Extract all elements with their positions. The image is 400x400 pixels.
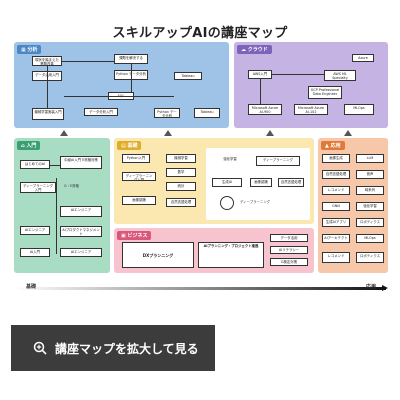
course-box: 生成AI	[212, 178, 242, 187]
course-box: 音声	[356, 170, 384, 179]
course-box: Python入門	[122, 154, 150, 163]
course-box: MLOps	[356, 234, 384, 243]
course-box: Microsoft Azure AI-102	[294, 104, 328, 115]
course-box: AIエンジニア	[60, 248, 102, 257]
course-box: AWS入門	[248, 70, 272, 79]
course-box: データ分析入門	[84, 108, 118, 116]
course-box: Tableau	[174, 72, 202, 80]
panel-analysis-header: ▦ 分析	[17, 45, 42, 54]
course-box: ディープラーニング	[256, 156, 300, 166]
course-box: AI入門	[20, 248, 50, 257]
panel-intro-header: ⌂ 入門	[17, 141, 41, 150]
panel-basic-header: ▤ 基礎	[117, 141, 142, 150]
course-box: AIアーキテクト	[322, 234, 350, 243]
course-box: はじめてのAI	[20, 160, 50, 169]
course-box: Azure	[352, 54, 374, 62]
panel-intro: ⌂ 入門 はじめてのAI 中級AI入門 E資格対策 ディープラーニング 入門 G…	[14, 138, 110, 273]
panel-cloud: ☁ クラウド AWS入門 AWS ML Specialty Azure GCP …	[234, 42, 388, 128]
course-box: 自然言語処理	[166, 198, 196, 207]
chart-icon: ▦	[21, 47, 28, 53]
course-box: ロボティクス	[356, 218, 384, 227]
axis-label-applied: 応用	[366, 284, 377, 290]
course-box: GCP Professional Data Engineer	[308, 86, 342, 99]
connector	[272, 74, 324, 75]
course-box: MLOps	[344, 104, 374, 115]
panel-business-header: ▣ ビジネス	[117, 231, 152, 240]
course-box: G検定対策	[270, 258, 308, 266]
panel-cloud-header: ☁ クラウド	[237, 45, 272, 54]
course-box: AIプランニング・プロジェクト推進	[198, 242, 264, 268]
axis-label-basic: 基礎	[26, 284, 37, 290]
course-box: 中級AI入門 E資格対策	[60, 156, 102, 169]
course-box: 強化学習	[212, 156, 248, 170]
course-box: AIプロダクトマネジメント	[60, 226, 102, 237]
connector	[50, 165, 60, 166]
course-box: Tableau	[194, 108, 220, 118]
course-box: ディープラーニング入門	[122, 172, 156, 181]
arrow-up-icon	[344, 130, 352, 136]
course-tag: G・E資格	[64, 184, 79, 188]
zoom-in-icon	[33, 341, 47, 355]
course-box: DXプランニング	[122, 242, 194, 268]
connector	[56, 178, 57, 254]
course-box: 自然言語処理	[278, 178, 304, 187]
panel-business: ▣ ビジネス DXプランニング AIプランニング・プロジェクト推進 データ活用 …	[114, 228, 314, 273]
course-box: Python データ分析	[154, 108, 180, 118]
panel-basic: ▤ 基礎 Python入門 機械学習 ディープラーニング入門 数学 統計 画像認…	[114, 138, 314, 224]
level-axis-bar	[14, 287, 386, 290]
course-box: 数学	[166, 168, 196, 177]
course-tag: ディープラーニング	[240, 200, 271, 204]
level-axis: 基礎 応用	[14, 283, 388, 293]
arrow-up-icon	[266, 130, 274, 136]
course-box: 時系列	[356, 186, 384, 195]
connector	[62, 61, 114, 62]
panel-applied: ▲ 応用 画像生成 LLM 自然言語処理 音声 レコメンド 時系列 GNN 強化…	[318, 138, 388, 273]
rocket-icon: ▲	[325, 143, 331, 149]
course-map[interactable]: ▦ 分析 現状を踏まえた業務改善 課題を解決する データ活用入門 Python …	[14, 42, 388, 278]
course-box: 画像認識	[250, 178, 272, 187]
course-box: GNN	[322, 202, 350, 211]
course-box: 画像認識	[122, 196, 156, 205]
course-box: ディープラーニング 入門	[20, 182, 56, 193]
panel-analysis: ▦ 分析 現状を踏まえた業務改善 課題を解決する データ活用入門 Python …	[14, 42, 229, 128]
arrow-right-icon	[382, 285, 388, 291]
course-box: 現状を踏まえた業務改善	[32, 56, 62, 66]
course-box: AIエンジニア	[60, 206, 102, 217]
page-title: スキルアップAIの講座マップ	[112, 26, 288, 41]
arrow-up-icon	[164, 130, 172, 136]
door-icon: ⌂	[21, 143, 27, 149]
course-box: LLM	[356, 154, 384, 163]
briefcase-icon: ▣	[121, 233, 128, 239]
course-box: AWS ML Specialty	[324, 70, 356, 81]
dl-badge	[220, 196, 234, 210]
course-box: AIリテラシー	[270, 246, 308, 254]
connector	[47, 66, 48, 108]
course-box: 課題を解決する	[114, 54, 148, 64]
connector	[64, 96, 174, 97]
course-box: Microsoft Azure AI-900	[248, 104, 282, 115]
course-box: レコメンド	[322, 252, 350, 263]
connector	[260, 79, 261, 104]
course-box: ロボティクス	[356, 252, 384, 263]
enlarge-map-button[interactable]: 講座マップを拡大して見る	[11, 325, 215, 371]
course-box: 強化学習	[356, 202, 384, 211]
course-box: データ活用	[270, 234, 308, 242]
arrow-up-icon	[60, 130, 68, 136]
book-icon: ▤	[121, 143, 128, 149]
basic-inner-panel: 強化学習 ディープラーニング 生成AI 画像認識 自然言語処理 ディープラーニン…	[206, 148, 310, 220]
enlarge-map-label: 講座マップを拡大して見る	[55, 341, 199, 356]
connector	[131, 64, 132, 92]
panel-applied-header: ▲ 応用	[321, 141, 345, 150]
course-box: 自然言語処理	[322, 170, 350, 179]
course-box: 画像生成	[322, 154, 350, 163]
course-box: AIエンジニア	[20, 226, 50, 235]
cloud-icon: ☁	[241, 47, 248, 53]
course-box: 生成AIアプリ	[322, 218, 350, 227]
course-box: 統計	[166, 182, 196, 191]
course-box: レコメンド	[322, 186, 350, 195]
course-box: 機械学習実装入門	[32, 108, 64, 120]
course-box: 機械学習	[166, 154, 196, 163]
